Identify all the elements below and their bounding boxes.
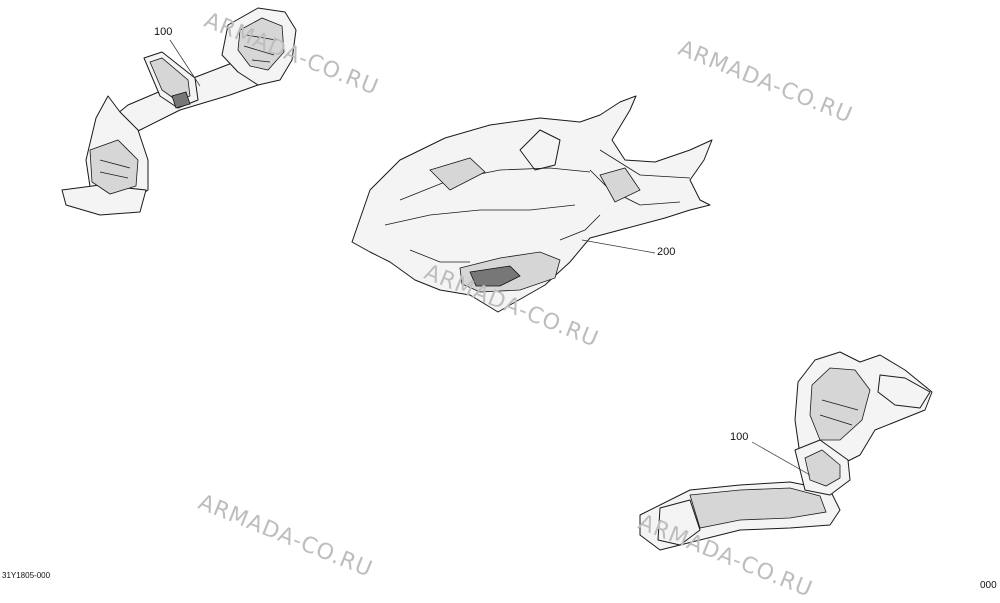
front-body-panel — [351, 95, 713, 313]
callout-100-right: 100 — [730, 431, 749, 443]
leader-line-right — [751, 441, 811, 476]
leader-line-left — [169, 39, 201, 87]
left-footrest-assembly — [61, 7, 297, 216]
page-code: 000 — [980, 580, 997, 591]
callout-100-left: 100 — [154, 26, 173, 38]
right-footrest-assembly — [639, 351, 933, 551]
leader-line-center — [581, 239, 656, 254]
drawing-code: 31Y1805-000 — [2, 571, 51, 580]
callout-200: 200 — [657, 246, 676, 258]
